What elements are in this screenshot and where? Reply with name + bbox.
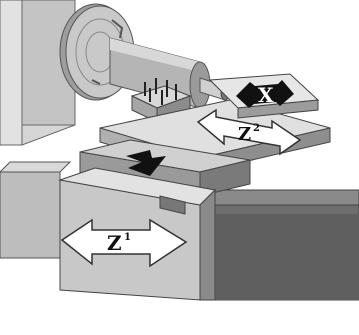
z1-axis-label: Z [107,231,122,255]
z2-axis-label: Z [238,124,251,145]
z1-axis-superscript: 1 [124,232,131,243]
z2-axis-superscript: 2 [253,123,260,134]
x-axis-label: X [258,83,274,107]
